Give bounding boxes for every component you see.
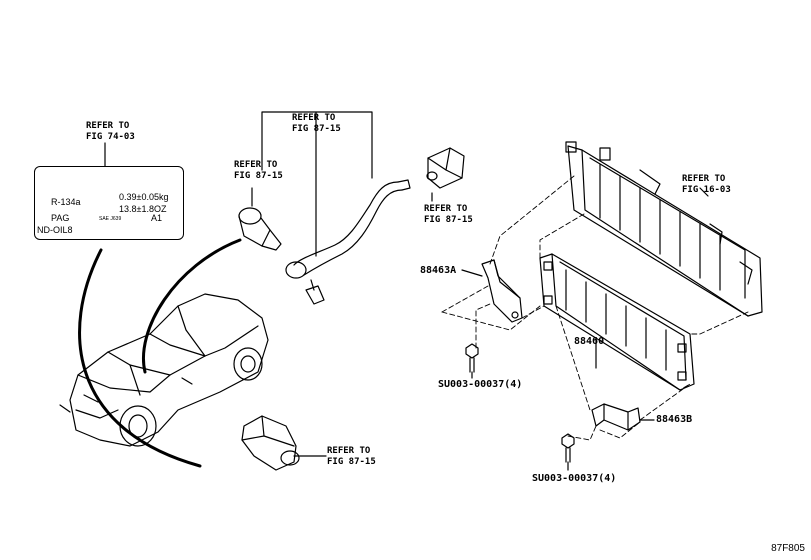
bracket-88463a <box>481 259 523 323</box>
label-standard: SAE J639 <box>99 216 122 222</box>
radiator <box>565 141 763 317</box>
condenser-88460 <box>539 253 695 391</box>
label-amount-kg: 0.39±0.05kg <box>119 192 169 202</box>
harness <box>285 179 411 305</box>
label-grade: A1 <box>151 213 163 223</box>
fig87-top-bracket <box>261 111 373 257</box>
label-refrigerant: R-134a <box>51 197 81 207</box>
label-leader-arc-left <box>78 248 202 468</box>
part-88460: 88460 <box>574 336 605 347</box>
refrigerant-label-plate: R-134a 0.39±0.05kg 13.8±1.8OZ PAG SAE J6… <box>34 166 184 240</box>
ref-fig-87-15-right: REFER TO FIG 87-15 <box>424 204 473 225</box>
bolt-bottom <box>561 433 575 463</box>
sensor-part-bottom <box>241 415 300 471</box>
part-88463b: 88463B <box>656 414 693 425</box>
bolt-top <box>465 343 479 373</box>
label-oil-type: PAG <box>51 213 70 223</box>
bracket-88463b <box>591 403 641 431</box>
label-oil-name: ND-OIL8 <box>37 225 73 235</box>
fig16-leader <box>699 187 709 197</box>
ref-fig-16-03: REFER TO FIG 16-03 <box>682 174 731 195</box>
figure-code: 87F805 <box>771 543 805 554</box>
part-su003-top: SU003-00037(4) <box>438 379 523 390</box>
label-amount-oz: 13.8±1.8OZ <box>119 204 167 214</box>
part-88463a: 88463A <box>420 265 457 276</box>
label-leader-arc-right <box>142 238 242 374</box>
assembly-dashed-lines <box>441 175 749 441</box>
ref-fig-74-03: REFER TO FIG 74-03 <box>86 121 135 142</box>
car-outline <box>59 293 269 447</box>
bracket-a-leader <box>461 269 483 277</box>
connector-part <box>426 147 465 189</box>
ref-fig-87-15-top: REFER TO FIG 87-15 <box>292 113 341 134</box>
ref-fig-87-15-bottom: REFER TO FIG 87-15 <box>327 446 376 467</box>
sensor-part-left <box>238 207 282 251</box>
part-su003-bottom: SU003-00037(4) <box>532 473 617 484</box>
ref-fig-87-15-left: REFER TO FIG 87-15 <box>234 160 283 181</box>
